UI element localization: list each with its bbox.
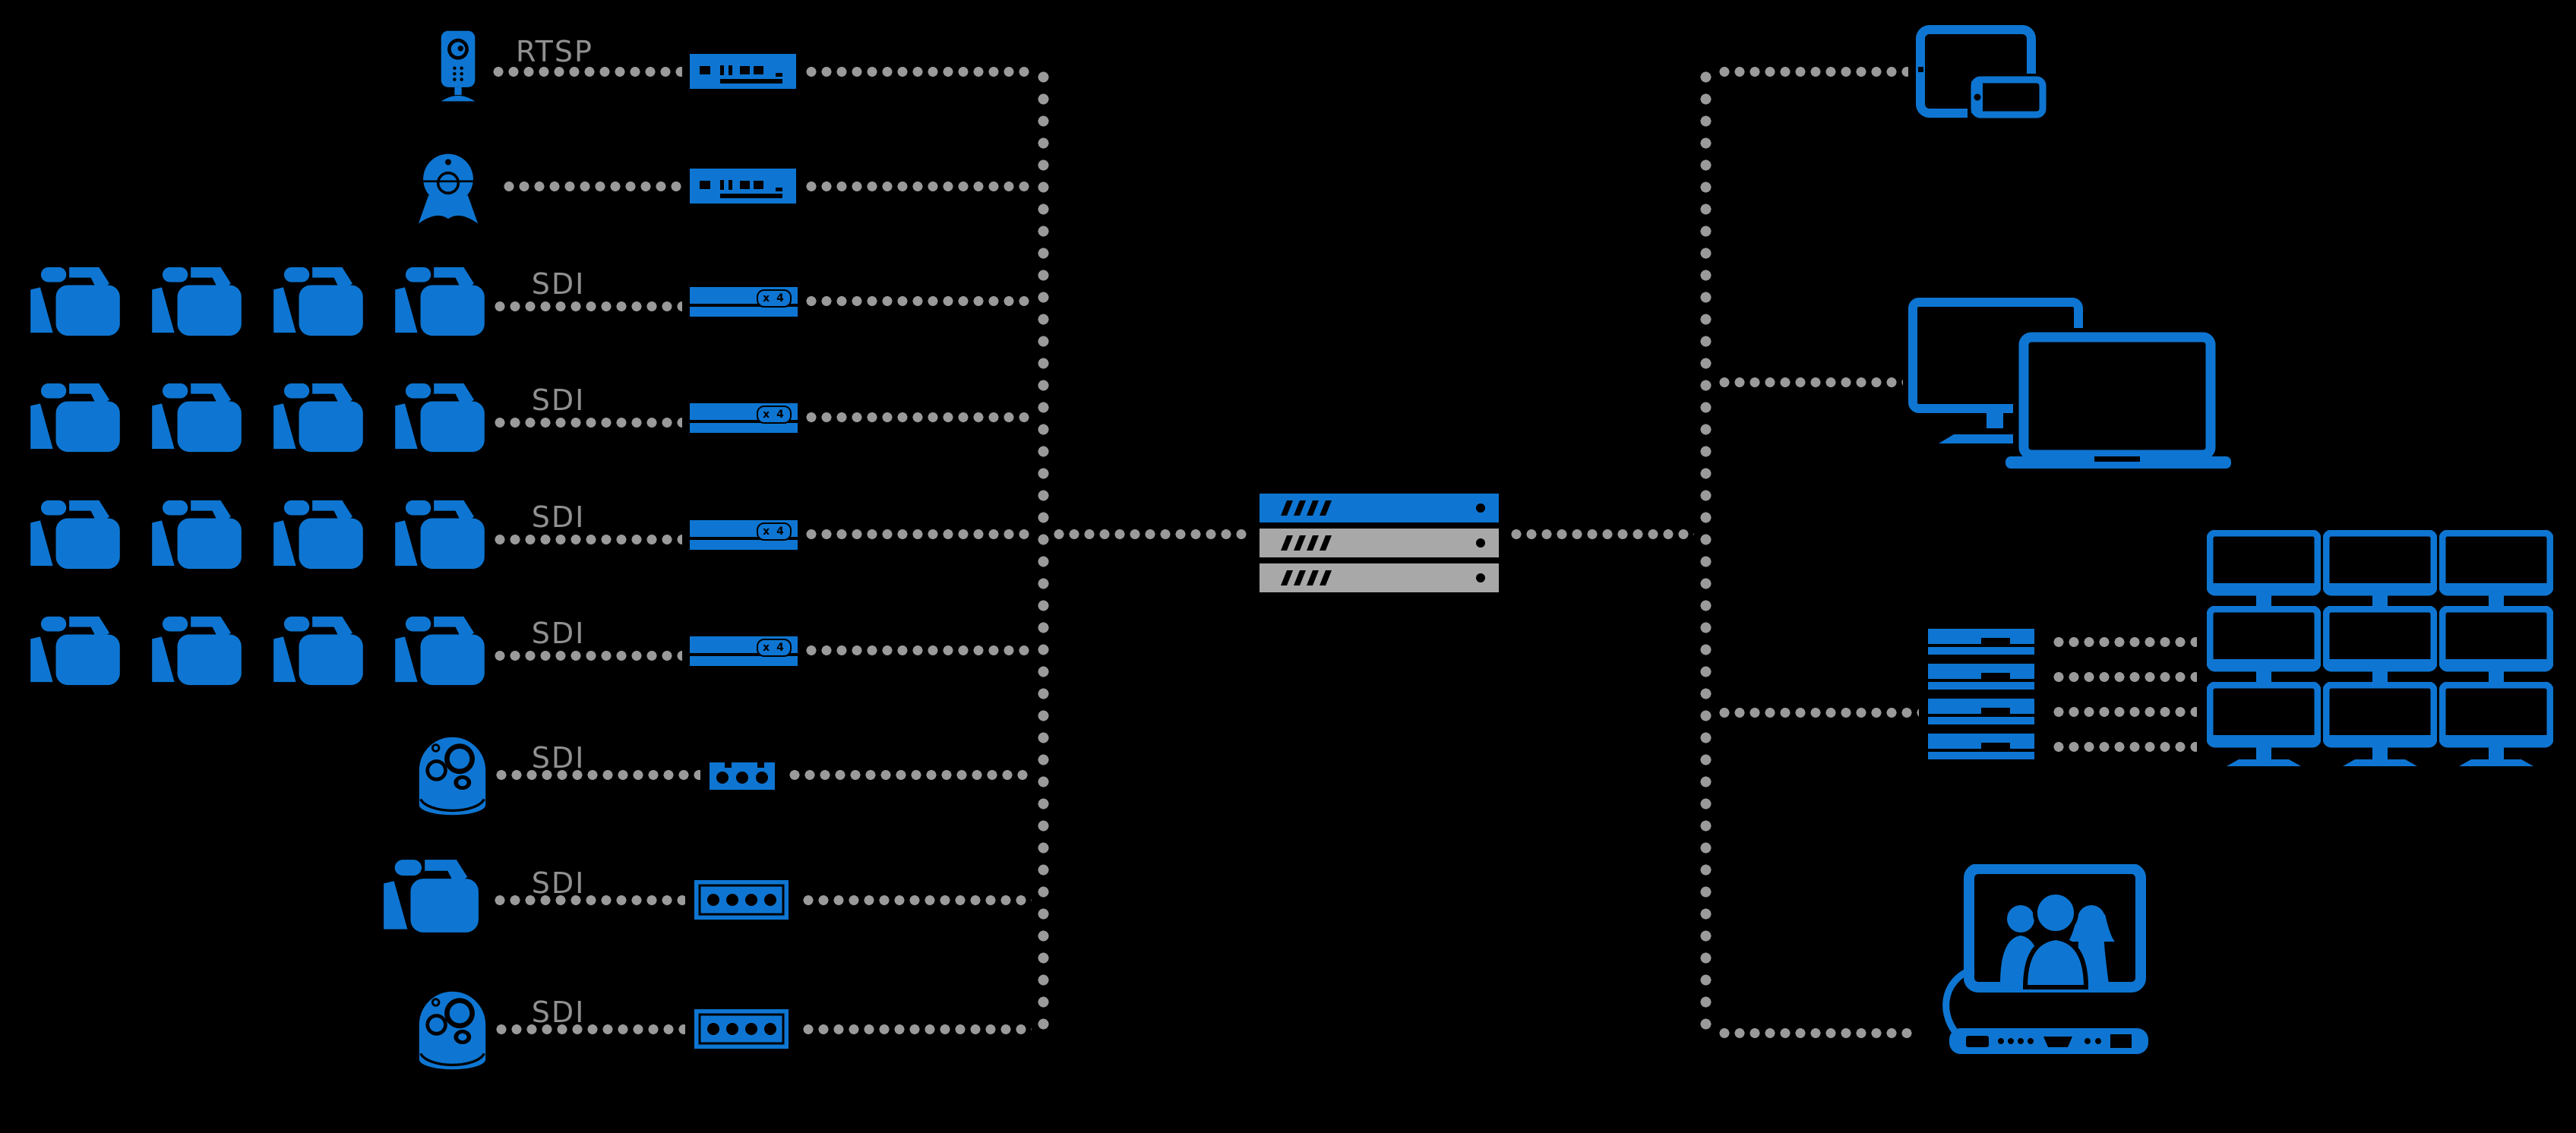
sdi-camera-icon: [384, 857, 479, 936]
sdi-encoder-x4-2: x 4: [690, 399, 798, 434]
sdi-camera-icon: [152, 614, 242, 688]
ptz-dome-camera-icon: [416, 987, 488, 1074]
video-wall-monitor: [2323, 606, 2437, 682]
connector-decoder4-wall: [2051, 741, 2197, 753]
distribution-trunk-line: [1700, 66, 1712, 1039]
protocol-label-sdi: SDI: [531, 741, 586, 775]
x4-badge: x 4: [757, 522, 792, 541]
connector-camera1-encoder: [491, 66, 682, 77]
video-wall-monitor: [2207, 530, 2321, 606]
connector-encoder7-trunk: [787, 769, 1032, 781]
sdi-camera-icon: [395, 614, 485, 688]
connector-camera7-encoder: [494, 769, 700, 781]
protocol-label-sdi: SDI: [531, 617, 586, 650]
protocol-label-rtsp: RTSP: [516, 35, 593, 68]
sdi-camera-icon: [273, 264, 363, 339]
ptz-dome-camera-icon: [416, 733, 488, 819]
decoder-unit-2: [1928, 662, 2034, 691]
connector-decoder3-wall: [2051, 706, 2197, 718]
connector-trunk-mobile: [1717, 66, 1908, 77]
connector-trunk-desktop: [1717, 377, 1903, 388]
connector-encoder9-trunk: [801, 1024, 1032, 1035]
sdi-camera-icon: [395, 380, 485, 455]
connector-camera2-encoder: [501, 181, 682, 192]
media-server-unit-3: [1260, 563, 1499, 592]
connector-encoder3-trunk: [804, 295, 1032, 307]
compact-encoder-4port-1: [694, 880, 789, 920]
video-conference-icon: [1922, 864, 2157, 1054]
compact-encoder-4port-2: [694, 1009, 789, 1049]
video-wall-monitor: [2439, 682, 2553, 767]
connector-cameras5-encoder: [492, 534, 682, 545]
streaming-encoder-1: [690, 54, 796, 89]
connector-trunk-decoder: [1717, 707, 1919, 718]
sdi-camera-icon: [395, 497, 485, 572]
connector-encoder1-trunk: [804, 66, 1032, 77]
webcam-icon: [418, 152, 479, 226]
decoder-unit-3: [1928, 697, 2034, 726]
connector-encoder5-trunk: [804, 529, 1032, 540]
connector-cameras4-encoder: [492, 417, 682, 428]
video-wall-monitor: [2439, 606, 2553, 682]
connector-decoder2-wall: [2051, 671, 2197, 683]
tablet-phone-icon: [1916, 25, 2049, 120]
compact-encoder-3port: [710, 759, 775, 790]
connector-server-trunk: [1509, 529, 1694, 540]
monitor-laptop-icon: [1908, 298, 2231, 469]
connector-encoder4-trunk: [804, 412, 1032, 423]
video-wall-monitor: [2323, 530, 2437, 606]
connector-encoder2-trunk: [804, 181, 1032, 192]
sdi-encoder-x4-3: x 4: [690, 516, 798, 551]
connector-trunk-vc: [1717, 1027, 1916, 1039]
sdi-camera-icon: [152, 264, 242, 339]
sdi-camera-icon: [152, 380, 242, 455]
ip-camera-icon: [438, 30, 478, 102]
sdi-camera-icon: [273, 614, 363, 688]
decoder-unit-1: [1928, 627, 2034, 656]
connector-encoder8-trunk: [801, 895, 1032, 906]
decoder-unit-4: [1928, 732, 2034, 761]
sdi-camera-icon: [273, 497, 363, 572]
connector-camera8-encoder: [492, 895, 685, 906]
connector-cameras6-encoder: [492, 650, 682, 661]
connector-cameras3-encoder: [492, 301, 682, 312]
protocol-label-sdi: SDI: [531, 500, 586, 534]
sdi-camera-icon: [30, 264, 120, 339]
connector-trunk-server: [1051, 529, 1250, 540]
video-wall-monitor: [2439, 530, 2553, 606]
protocol-label-sdi: SDI: [531, 267, 586, 301]
media-server-unit-1: [1260, 494, 1499, 522]
x4-badge: x 4: [757, 639, 792, 657]
protocol-label-sdi: SDI: [531, 866, 586, 900]
x4-badge: x 4: [757, 289, 792, 308]
protocol-label-sdi: SDI: [531, 383, 586, 417]
video-wall-monitor: [2207, 606, 2321, 682]
sdi-encoder-x4-1: x 4: [690, 283, 798, 318]
streaming-encoder-2: [690, 169, 796, 204]
sdi-camera-icon: [30, 380, 120, 455]
protocol-label-sdi: SDI: [531, 996, 586, 1029]
connector-encoder6-trunk: [804, 645, 1032, 656]
connector-camera9-encoder: [494, 1024, 685, 1035]
media-server-unit-2: [1260, 529, 1499, 557]
sdi-camera-icon: [395, 264, 485, 339]
encoder-trunk-line: [1038, 66, 1049, 1035]
sdi-camera-icon: [30, 614, 120, 688]
x4-badge: x 4: [757, 406, 792, 424]
connector-decoder1-wall: [2051, 636, 2197, 648]
video-wall-monitor: [2323, 682, 2437, 767]
sdi-encoder-x4-4: x 4: [690, 633, 798, 667]
video-wall-monitor: [2207, 682, 2321, 767]
sdi-camera-icon: [30, 497, 120, 572]
sdi-camera-icon: [273, 380, 363, 455]
sdi-camera-icon: [152, 497, 242, 572]
